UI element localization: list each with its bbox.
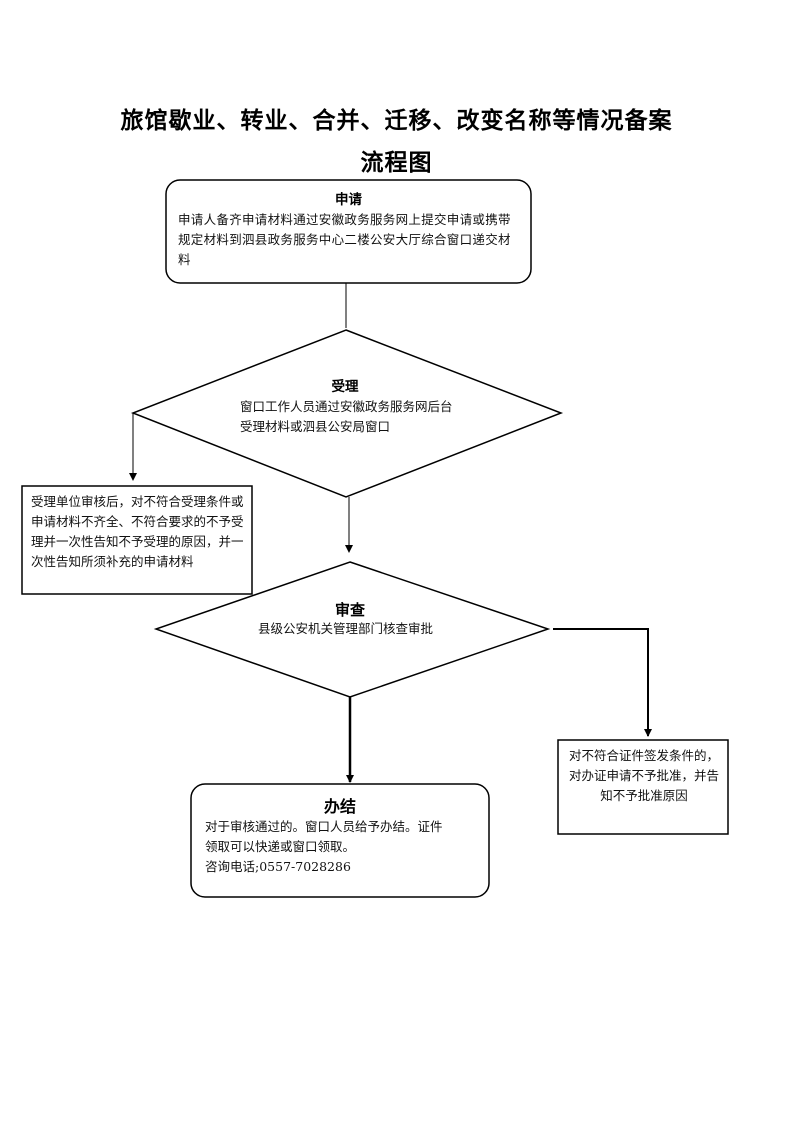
review-title: 审查 [334, 601, 365, 619]
complete-line2: 领取可以快递或窗口领取。 [205, 839, 356, 854]
apply-text: 申请人备齐申请材料通过安徽政务服务网上提交申请或携带规定材料到泗县政务服务中心二… [178, 212, 511, 267]
reject-review-text: 对不符合证件签发条件的，对办证申请不予批准，并告知不予批准原因 [568, 748, 719, 803]
complete-title: 办结 [323, 797, 356, 816]
complete-line1: 对于审核通过的。窗口人员给予办结。证件 [205, 819, 443, 834]
accept-title: 受理 [331, 379, 359, 395]
connector-review-reject [553, 628, 652, 737]
page-title: 旅馆歇业、转业、合并、迁移、改变名称等情况备案 [120, 108, 673, 134]
reject-accept-text: 受理单位审核后，对不符合受理条件或申请材料不齐全、不符合要求的不予受理并一次性告… [31, 494, 244, 569]
page-subtitle: 流程图 [360, 150, 433, 176]
review-text: 县级公安机关管理部门核查审批 [258, 621, 434, 636]
accept-text: 窗口工作人员通过安徽政务服务网后台受理材料或泗县公安局窗口 [240, 399, 453, 434]
complete-line3: 咨询电话;0557-7028286 [205, 859, 351, 874]
apply-title: 申请 [335, 192, 362, 208]
